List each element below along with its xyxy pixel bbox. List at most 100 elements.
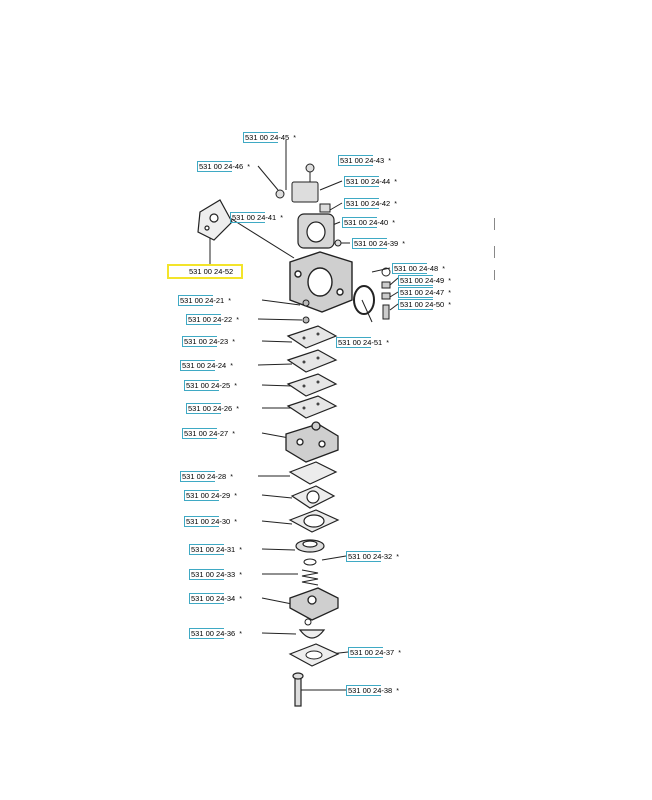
carburetor-bore <box>307 267 333 297</box>
leader-line <box>371 267 391 273</box>
part-label-42[interactable]: 531 00 24-42* <box>344 198 397 209</box>
screw-part <box>305 163 315 173</box>
leader-line <box>261 597 293 605</box>
leader-line <box>257 318 303 321</box>
pump-body-part <box>285 423 339 463</box>
part-label-22[interactable]: 531 00 24-22* <box>186 314 239 325</box>
hole-detail <box>316 332 320 336</box>
leader-line <box>257 363 293 366</box>
pump-detail <box>311 421 321 431</box>
bracket-part <box>291 181 319 203</box>
part-label-44[interactable]: 531 00 24-44* <box>344 176 397 187</box>
pump-detail <box>296 438 304 446</box>
ring-part <box>304 618 312 626</box>
part-label-45[interactable]: 531 00 24-45* <box>243 132 296 143</box>
margin-mark <box>494 246 495 258</box>
leader-line <box>257 165 279 191</box>
hole-detail <box>302 336 306 340</box>
part-label-43[interactable]: 531 00 24-43* <box>338 155 391 166</box>
spring-part <box>382 304 390 320</box>
part-label-30[interactable]: 531 00 24-30* <box>184 516 237 527</box>
diaphragm-part <box>286 373 338 397</box>
part-label-34[interactable]: 531 00 24-34* <box>189 593 242 604</box>
diaphragm-part <box>286 349 338 373</box>
cover-detail <box>307 595 317 605</box>
part-label-52-highlighted[interactable]: 531 00 24-52 <box>167 264 243 279</box>
diaphragm-part <box>286 325 338 349</box>
needle-part <box>381 292 391 300</box>
leader-line <box>329 202 343 211</box>
part-label-47[interactable]: 531 00 24-47* <box>398 287 451 298</box>
margin-mark <box>494 218 495 230</box>
part-label-26[interactable]: 531 00 24-26* <box>186 403 239 414</box>
ball-part <box>302 299 310 307</box>
screw-part <box>275 189 285 199</box>
part-label-25[interactable]: 531 00 24-25* <box>184 380 237 391</box>
spring-part <box>301 569 319 586</box>
part-label-40[interactable]: 531 00 24-40* <box>342 217 395 228</box>
leader-line <box>261 494 293 499</box>
hole-detail <box>316 356 320 360</box>
gasket-opening <box>305 650 323 660</box>
hole-detail <box>302 384 306 388</box>
leader-line <box>261 384 293 387</box>
leader-line <box>229 217 295 259</box>
part-label-31[interactable]: 531 00 24-31* <box>189 544 242 555</box>
gasket-part <box>288 461 338 485</box>
part-label-33[interactable]: 531 00 24-33* <box>189 569 242 580</box>
part-label-48[interactable]: 531 00 24-48* <box>392 263 445 274</box>
part-label-38[interactable]: 531 00 24-38* <box>346 685 399 696</box>
long-screw-head <box>292 672 304 680</box>
part-label-23[interactable]: 531 00 24-23* <box>182 336 235 347</box>
throttle-bore <box>306 221 326 243</box>
washer-part <box>334 239 342 247</box>
long-screw-part <box>294 675 302 707</box>
plug-part <box>381 281 391 289</box>
part-label-28[interactable]: 531 00 24-28* <box>180 471 233 482</box>
part-label-39[interactable]: 531 00 24-39* <box>352 238 405 249</box>
pump-detail <box>318 440 326 448</box>
part-label-24[interactable]: 531 00 24-24* <box>180 360 233 371</box>
primer-bulb-part <box>298 629 326 639</box>
gasket-hole <box>204 225 210 231</box>
cap-top <box>302 540 318 548</box>
part-label-46[interactable]: 531 00 24-46* <box>197 161 250 172</box>
hole-detail <box>316 402 320 406</box>
carburetor-detail <box>294 270 302 278</box>
part-label-51[interactable]: 531 00 24-51* <box>336 337 389 348</box>
hole-detail <box>302 360 306 364</box>
gasket-hole <box>209 213 219 223</box>
part-label-29[interactable]: 531 00 24-29* <box>184 490 237 501</box>
leader-line <box>389 303 399 311</box>
hole-detail <box>302 406 306 410</box>
leader-line <box>261 299 301 306</box>
leader-line <box>361 299 373 323</box>
screw-part <box>319 203 331 213</box>
leader-line <box>261 548 296 551</box>
leader-line <box>389 277 399 286</box>
part-label-27[interactable]: 531 00 24-27* <box>182 428 235 439</box>
part-label-49[interactable]: 531 00 24-49* <box>398 275 451 286</box>
part-label-32[interactable]: 531 00 24-32* <box>346 551 399 562</box>
carburetor-detail <box>336 288 344 296</box>
diaphragm-center <box>306 490 320 504</box>
leader-line <box>261 632 297 635</box>
ball-part <box>302 316 310 324</box>
hole-detail <box>316 380 320 384</box>
o-ring-part <box>381 267 391 277</box>
part-label-36[interactable]: 531 00 24-36* <box>189 628 242 639</box>
leader-line <box>321 555 347 561</box>
margin-mark <box>494 270 495 280</box>
part-label-21[interactable]: 531 00 24-21* <box>178 295 231 306</box>
diaphragm-part <box>286 395 338 419</box>
part-label-41[interactable]: 531 00 24-41* <box>230 212 283 223</box>
leader-line <box>261 340 293 343</box>
leader-line <box>261 520 293 525</box>
o-ring-part <box>303 558 317 566</box>
leader-line <box>319 180 343 191</box>
part-label-50[interactable]: 531 00 24-50* <box>398 299 451 310</box>
seal-ring-part <box>353 285 375 315</box>
part-label-37[interactable]: 531 00 24-37* <box>348 647 401 658</box>
